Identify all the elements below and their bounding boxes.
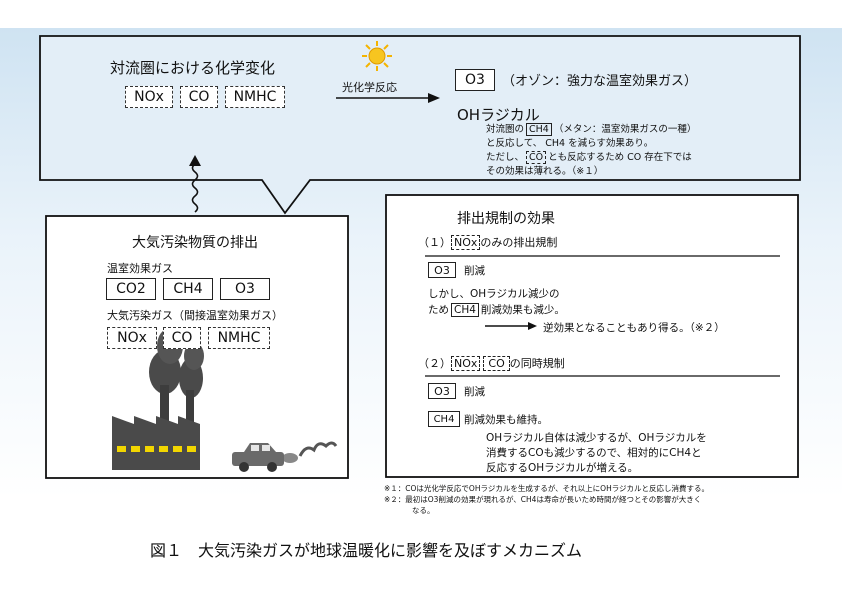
left-pollutant-nox: NOx <box>107 327 157 349</box>
o3-box: O3 <box>455 69 495 91</box>
s1-nox-box: NOx <box>451 235 481 250</box>
o3-description: （オゾン：強力な温室効果ガス） <box>502 74 698 89</box>
s2-note-3: 反応するOHラジカルが増える。 <box>486 462 639 474</box>
s2-o3-text: 削減 <box>464 386 485 398</box>
oh-line-3-b: とも反応するため CO 存在下では <box>548 152 692 163</box>
pollutant-gas-label: 大気汚染ガス（間接温室効果ガス） <box>107 309 283 322</box>
top-panel-frame <box>39 35 801 215</box>
photochem-label: 光化学反応 <box>342 81 397 94</box>
s2-co-box: CO <box>483 356 510 371</box>
ghg-co2: CO2 <box>106 278 156 300</box>
oh-ch4-box: CH4 <box>526 123 552 136</box>
s1-o3-box: O3 <box>428 262 456 278</box>
footnote-2a: ※２：最初はO3削減の効果が現れるが、CH4は寿命が長いため時間が経つとその影響… <box>384 495 702 504</box>
ghg-o3: O3 <box>220 278 270 300</box>
s2-note-2: 消費するCOも減少するので、相対的にCH4と <box>486 447 702 459</box>
s1-line-2-a: ため <box>428 304 449 316</box>
emission-wavy-arrow <box>191 163 199 213</box>
figure-caption: 図１ 大気汚染ガスが地球温暖化に影響を及ぼすメカニズム <box>150 541 583 560</box>
top-pollutant-co: CO <box>180 86 218 108</box>
right-panel-frame <box>385 194 799 478</box>
factory-icon <box>112 328 204 470</box>
top-pollutant-nox: NOx <box>125 86 173 108</box>
s1-ch4-box: CH4 <box>451 303 479 317</box>
top-pollutant-nmhc: NMHC <box>225 86 285 108</box>
s2-o3-box: O3 <box>428 383 456 399</box>
s2-ch4-text: 削減効果も維持。 <box>464 414 548 426</box>
s2-note-1: OHラジカル自体は減少するが、OHラジカルを <box>486 432 707 444</box>
s2-ch4-box: CH4 <box>428 411 460 427</box>
s1-line-1: しかし、OHラジカル減少の <box>428 288 560 300</box>
sun-icon <box>362 41 392 71</box>
s1-suffix: のみの排出規制 <box>480 236 558 249</box>
ghg-ch4: CH4 <box>163 278 213 300</box>
left-pollutant-co: CO <box>163 327 201 349</box>
chem-change-heading: 対流圏における化学変化 <box>110 59 276 77</box>
oh-line-2: と反応して、 CH4 を減らす効果あり。 <box>486 138 654 149</box>
footnote-1: ※１：COは光化学反応でOHラジカルを生成するが、それ以上にOHラジカルと反応し… <box>384 484 710 493</box>
oh-co-box: CO <box>526 151 547 164</box>
emission-heading: 大気汚染物質の排出 <box>132 235 258 251</box>
oh-line-1-b: （メタン：温室効果ガスの一種） <box>553 124 697 135</box>
oh-radical-heading: OHラジカル <box>457 106 540 124</box>
regulation-heading: 排出規制の効果 <box>457 211 555 227</box>
oh-line-4: その効果は薄れる。（※１） <box>486 166 604 177</box>
oh-line-1-a: 対流圏の <box>486 124 525 135</box>
s1-result: 逆効果となることもあり得る。（※２） <box>543 322 725 334</box>
s2-nox-box: NOx <box>451 356 481 371</box>
s1-line-2-b: 削減効果も減少。 <box>480 304 565 316</box>
s1-prefix: （１） <box>418 236 451 249</box>
footnote-2b: なる。 <box>412 506 435 515</box>
oh-line-3-a: ただし、 <box>486 152 525 163</box>
ghg-label: 温室効果ガス <box>107 262 173 275</box>
s2-prefix: （２） <box>418 357 451 370</box>
s2-suffix: の同時規制 <box>509 357 565 370</box>
car-icon <box>232 441 338 472</box>
s1-o3-text: 削減 <box>464 265 485 277</box>
left-pollutant-nmhc: NMHC <box>208 327 270 349</box>
